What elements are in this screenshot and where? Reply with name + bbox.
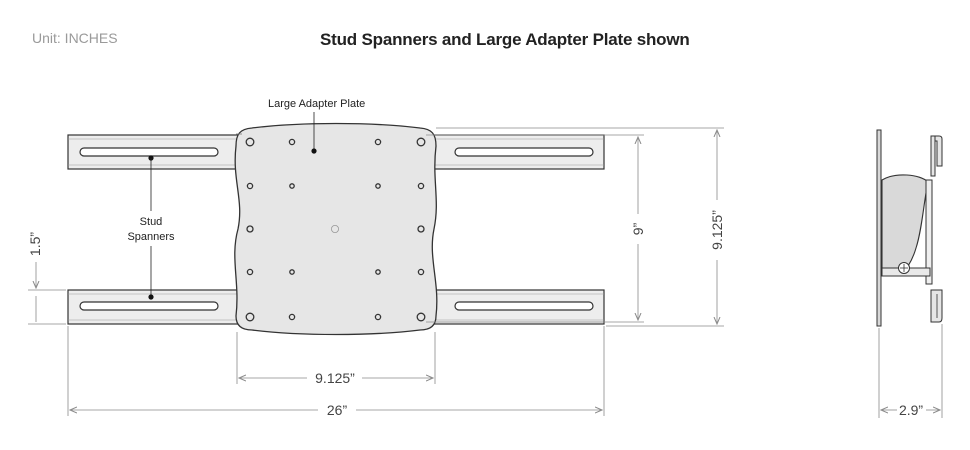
dimension-plate-width-label: 9.125”: [315, 370, 355, 386]
dimension-overall-width: 26”: [67, 326, 605, 418]
mounting-holes: [245, 137, 426, 322]
dimension-spanner-offset: 1.5”: [27, 232, 66, 325]
large-adapter-plate: [234, 122, 438, 336]
dimension-overall-width-label: 26”: [327, 402, 348, 418]
dimension-hole-spacing-label: 9”: [630, 222, 646, 235]
callout-stud-spanners: Stud Spanners: [127, 155, 175, 300]
spanner-slot: [454, 301, 594, 311]
unit-label: Unit: INCHES: [32, 30, 118, 46]
dimension-spanner-offset-label: 1.5”: [27, 232, 43, 256]
spanner-slot: [454, 147, 594, 157]
dimension-depth: 2.9”: [878, 324, 943, 418]
spanner-slot: [79, 301, 219, 311]
spanner-slot: [79, 147, 219, 157]
dimension-plate-height: 9.125”: [436, 127, 725, 327]
dimension-depth-label: 2.9”: [899, 402, 923, 418]
callout-adapter-plate-label: Large Adapter Plate: [268, 98, 365, 110]
dimension-plate-height-label: 9.125”: [709, 210, 725, 250]
callout-adapter-plate: Large Adapter Plate: [268, 98, 365, 154]
dimension-hole-spacing: 9”: [426, 134, 646, 323]
callout-stud-label-1: Stud: [140, 216, 163, 228]
side-view: [876, 129, 943, 327]
dimension-plate-width: 9.125”: [236, 332, 436, 386]
diagram-title: Stud Spanners and Large Adapter Plate sh…: [320, 30, 690, 49]
callout-stud-label-2: Spanners: [127, 231, 175, 243]
